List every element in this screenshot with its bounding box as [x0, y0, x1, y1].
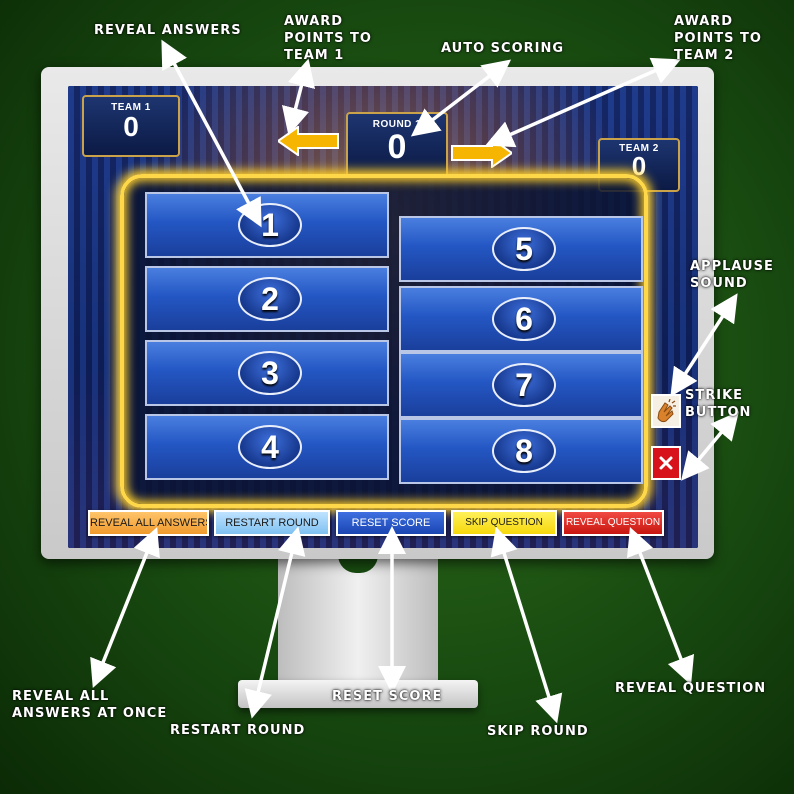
- monitor-stand-cable-hole: [338, 555, 378, 573]
- answer-number-6: 6: [492, 297, 556, 341]
- answer-tile-4[interactable]: 4: [145, 414, 389, 480]
- round-score: 0: [387, 128, 407, 166]
- answer-tile-7[interactable]: 7: [399, 352, 643, 418]
- applause-button[interactable]: [651, 394, 681, 428]
- callout-reveal-answers: REVEAL ANSWERS: [94, 23, 242, 38]
- answer-tile-5[interactable]: 5: [399, 216, 643, 282]
- arrow-reveal-answers: [161, 39, 262, 228]
- x-icon: [659, 456, 673, 470]
- arrow-reveal-all: [90, 527, 160, 688]
- answer-number-7: 7: [492, 363, 556, 407]
- answer-tile-3[interactable]: 3: [145, 340, 389, 406]
- callout-restart-round: RESTART ROUND: [170, 723, 306, 738]
- arrow-strike: [681, 411, 739, 481]
- answer-tile-2[interactable]: 2: [145, 266, 389, 332]
- callout-award-team2: AWARD POINTS TO TEAM 2: [674, 14, 762, 63]
- callout-applause-sound: APPLAUSE SOUND: [690, 259, 774, 291]
- callout-reveal-all-once: REVEAL ALL ANSWERS AT ONCE: [12, 689, 168, 721]
- arrow-restart-round: [244, 526, 306, 719]
- clapping-hands-icon: [657, 399, 676, 423]
- team1-label: TEAM 1: [111, 102, 151, 113]
- round-score-panel: ROUND 1 0: [346, 112, 448, 178]
- reveal-question-button[interactable]: REVEAL QUESTION: [562, 510, 664, 536]
- arrow-award-team2: [485, 57, 681, 148]
- answer-number-4: 4: [238, 425, 302, 469]
- callout-award-team1: AWARD POINTS TO TEAM 1: [284, 14, 372, 63]
- callout-skip-round: SKIP ROUND: [487, 724, 589, 739]
- strike-button[interactable]: [651, 446, 681, 480]
- answer-tile-6[interactable]: 6: [399, 286, 643, 352]
- answer-number-2: 2: [238, 277, 302, 321]
- answer-number-3: 3: [238, 351, 302, 395]
- callout-auto-scoring: AUTO SCORING: [441, 41, 565, 56]
- answer-tile-8[interactable]: 8: [399, 418, 643, 484]
- answer-number-5: 5: [492, 227, 556, 271]
- arrow-award-team1: [281, 58, 316, 136]
- arrow-skip-round: [490, 526, 563, 724]
- team1-score: 0: [123, 111, 139, 142]
- team2-label: TEAM 2: [619, 143, 659, 154]
- arrow-reveal-question: [626, 526, 695, 686]
- round-label: ROUND 1: [372, 119, 422, 130]
- team2-score: 0: [631, 151, 647, 181]
- arrow-applause: [670, 293, 738, 397]
- callout-strike-button: STRIKE BUTTON: [685, 388, 752, 420]
- callout-reset-score: RESET SCORE: [332, 689, 443, 704]
- answer-number-8: 8: [492, 429, 556, 473]
- arrow-auto-scoring: [410, 59, 512, 137]
- callout-reveal-question: REVEAL QUESTION: [615, 681, 767, 696]
